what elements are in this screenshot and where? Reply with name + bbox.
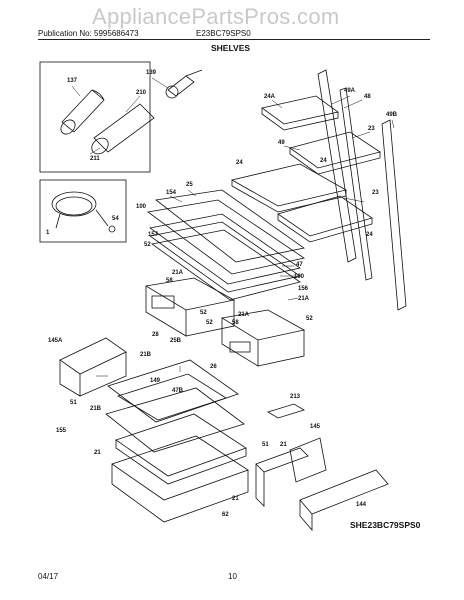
filter-housing-drawing <box>165 69 203 99</box>
footer-date: 04/17 <box>38 572 59 581</box>
part-label: 213 <box>290 394 301 400</box>
part-label: 54 <box>112 216 119 222</box>
part-label: 149 <box>150 378 161 384</box>
page-number: 10 <box>228 572 237 581</box>
part-label: 51 <box>262 442 269 448</box>
shelf-24a-drawing <box>261 95 339 125</box>
part-label: 52 <box>144 242 151 248</box>
freezer-bin-drawing <box>59 337 127 397</box>
part-label: 26 <box>210 364 217 370</box>
part-label: 23 <box>372 190 379 196</box>
part-label: 21A <box>238 312 250 318</box>
part-label: 51 <box>70 400 77 406</box>
part-label: 52 <box>306 316 313 322</box>
part-label: 23 <box>368 126 375 132</box>
part-label: 52 <box>206 320 213 326</box>
leader-lines <box>71 77 395 377</box>
part-label: 24A <box>264 94 276 100</box>
diagram-id: SHE23BC79SPS0 <box>350 520 421 530</box>
part-label: 155 <box>56 428 67 434</box>
part-label: 49A <box>344 88 356 94</box>
filter-inset-box <box>39 61 151 173</box>
part-label: 145 <box>310 424 321 430</box>
part-label: 21B <box>140 352 152 358</box>
crisper-drawer-left-drawing <box>144 277 236 337</box>
model-number: E23BC79SPS0 <box>196 29 251 38</box>
part-label: 156 <box>298 286 309 292</box>
part-label: 139 <box>146 70 157 76</box>
part-label: 52 <box>200 310 207 316</box>
freezer-drawer-assembly-drawing <box>105 359 249 523</box>
part-label: 144 <box>356 502 367 508</box>
part-label: 21B <box>90 406 102 412</box>
filter-cover-drawing <box>91 103 155 155</box>
part-label: 49B <box>386 112 398 118</box>
part-label: 211 <box>90 156 100 162</box>
part-label: 25 <box>186 182 193 188</box>
part-label: 24 <box>236 160 243 166</box>
part-label: 47B <box>172 388 184 394</box>
glass-shelves-drawing <box>230 131 381 243</box>
part-label: 21A <box>172 270 184 276</box>
part-label: 47 <box>296 262 303 268</box>
part-label: 24 <box>320 158 327 164</box>
part-label: 137 <box>67 78 78 84</box>
part-label: 25B <box>170 338 182 344</box>
crisper-drawer-right-drawing <box>220 309 306 367</box>
part-label: 210 <box>136 90 147 96</box>
part-label: 48 <box>364 94 371 100</box>
section-title: SHELVES <box>211 43 251 53</box>
part-label: 154 <box>166 190 177 196</box>
part-label: 21A <box>298 296 310 302</box>
part-label: 58 <box>166 278 173 284</box>
part-label: 100 <box>294 274 305 280</box>
header-rule <box>38 39 430 40</box>
part-label: 21 <box>232 496 239 502</box>
crisper-cover-drawing <box>147 189 305 301</box>
part-label: 145A <box>48 338 63 344</box>
tubing-coil-drawing <box>51 191 116 233</box>
part-label: 49 <box>278 140 285 146</box>
part-label: 58 <box>232 320 239 326</box>
part-label: 157 <box>148 232 159 238</box>
part-label: 24 <box>366 232 373 238</box>
part-label: 21 <box>94 450 101 456</box>
tubing-inset-box <box>39 179 127 243</box>
filter-cartridge-drawing <box>60 89 105 135</box>
shelf-ladders-drawing <box>317 69 407 311</box>
part-label: 100 <box>136 204 147 210</box>
part-label: 21 <box>280 442 287 448</box>
part-label: 28 <box>152 332 159 338</box>
watermark: AppliancePartsPros.com <box>92 4 340 29</box>
drawer-rail-parts-drawing <box>255 403 389 532</box>
part-label: 1 <box>46 230 50 236</box>
part-label: 62 <box>222 512 229 518</box>
publication-number: Publication No: 5995686473 <box>38 29 139 38</box>
